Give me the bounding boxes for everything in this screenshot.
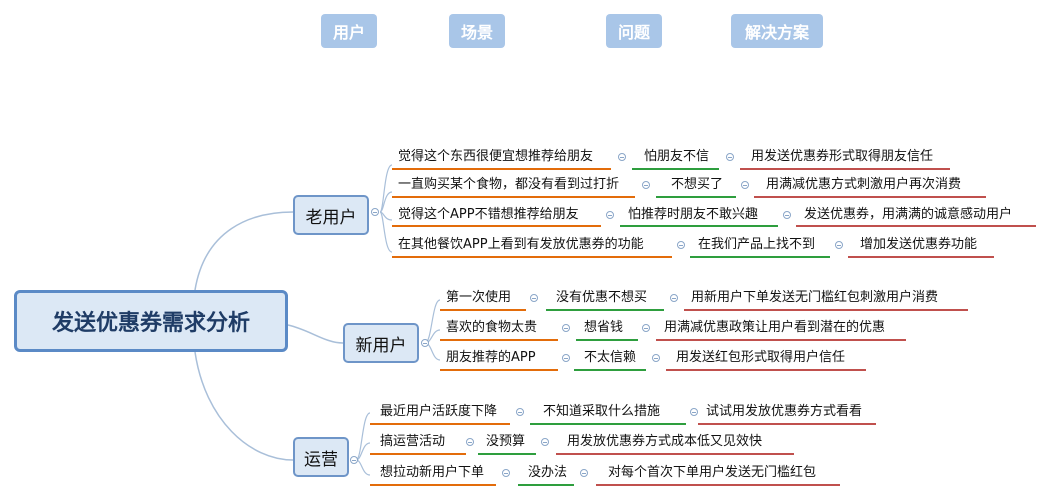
problem-text[interactable]: 在我们产品上找不到 <box>698 237 816 252</box>
scene-underline <box>370 484 496 486</box>
solution-underline <box>698 423 876 425</box>
scene-underline <box>392 225 601 227</box>
solution-text[interactable]: 用发送优惠券形式取得朋友信任 <box>751 149 934 164</box>
scene-underline <box>370 453 466 455</box>
collapse-icon[interactable] <box>783 211 791 219</box>
subtopic-operations[interactable]: 运营 <box>293 437 349 477</box>
collapse-icon[interactable] <box>516 408 524 416</box>
collapse-icon[interactable] <box>541 438 549 446</box>
problem-underline <box>518 484 574 486</box>
collapse-icon[interactable] <box>690 408 698 416</box>
collapse-icon[interactable] <box>350 456 358 464</box>
problem-underline <box>478 453 536 455</box>
solution-text[interactable]: 增加发送优惠券功能 <box>860 237 978 252</box>
problem-underline <box>656 196 736 198</box>
scene-text[interactable]: 在其他餐饮APP上看到有发放优惠券的功能 <box>398 237 644 252</box>
problem-underline <box>530 423 686 425</box>
solution-text[interactable]: 用满减优惠方式刺激用户再次消费 <box>766 177 962 192</box>
collapse-icon[interactable] <box>652 354 660 362</box>
problem-text[interactable]: 不知道采取什么措施 <box>543 404 661 419</box>
problem-text[interactable]: 不想买了 <box>671 177 724 192</box>
collapse-icon[interactable] <box>835 241 843 249</box>
problem-text[interactable]: 不太信赖 <box>584 350 637 365</box>
header-scene: 场景 <box>449 14 505 48</box>
scene-underline <box>440 309 526 311</box>
scene-text[interactable]: 第一次使用 <box>446 290 512 305</box>
scene-text[interactable]: 觉得这个东西很便宜想推荐给朋友 <box>398 149 594 164</box>
root-topic[interactable]: 发送优惠券需求分析 <box>14 290 288 352</box>
problem-text[interactable]: 没有优惠不想买 <box>556 290 648 305</box>
solution-underline <box>684 309 968 311</box>
scene-text[interactable]: 朋友推荐的APP <box>446 350 536 365</box>
solution-underline <box>740 168 950 170</box>
scene-underline <box>392 168 611 170</box>
problem-underline <box>690 256 830 258</box>
scene-text[interactable]: 喜欢的食物太贵 <box>446 320 538 335</box>
collapse-icon[interactable] <box>606 211 614 219</box>
problem-text[interactable]: 怕推荐时朋友不敢兴趣 <box>628 207 759 222</box>
problem-underline <box>574 369 646 371</box>
collapse-icon[interactable] <box>371 208 379 216</box>
collapse-icon[interactable] <box>580 469 588 477</box>
collapse-icon[interactable] <box>642 181 650 189</box>
collapse-icon[interactable] <box>562 354 570 362</box>
header-solution: 解决方案 <box>731 14 823 48</box>
problem-underline <box>576 339 638 341</box>
scene-underline <box>440 369 558 371</box>
solution-underline <box>796 225 1036 227</box>
scene-text[interactable]: 想拉动新用户下单 <box>380 465 485 480</box>
collapse-icon[interactable] <box>421 339 429 347</box>
scene-text[interactable]: 一直购买某个食物，都没有看到过打折 <box>398 177 620 192</box>
solution-underline <box>596 484 840 486</box>
scene-underline <box>440 339 558 341</box>
scene-underline <box>392 196 635 198</box>
collapse-icon[interactable] <box>618 153 626 161</box>
solution-text[interactable]: 试试用发放优惠券方式看看 <box>706 404 863 419</box>
problem-underline <box>620 225 778 227</box>
collapse-icon[interactable] <box>642 324 650 332</box>
solution-text[interactable]: 用发放优惠券方式成本低又见效快 <box>567 434 763 449</box>
solution-text[interactable]: 用新用户下单发送无门槛红包刺激用户消费 <box>691 290 939 305</box>
solution-text[interactable]: 用满减优惠政策让用户看到潜在的优惠 <box>664 320 886 335</box>
problem-text[interactable]: 没办法 <box>528 465 568 480</box>
collapse-icon[interactable] <box>677 241 685 249</box>
problem-text[interactable]: 没预算 <box>486 434 526 449</box>
solution-text[interactable]: 用发送红包形式取得用户信任 <box>676 350 846 365</box>
scene-underline <box>392 256 672 258</box>
solution-underline <box>754 196 986 198</box>
solution-text[interactable]: 发送优惠券，用满满的诚意感动用户 <box>804 207 1013 222</box>
subtopic-new-user[interactable]: 新用户 <box>343 323 419 363</box>
solution-underline <box>848 256 994 258</box>
collapse-icon[interactable] <box>741 181 749 189</box>
collapse-icon[interactable] <box>530 294 538 302</box>
scene-text[interactable]: 搞运营活动 <box>380 434 446 449</box>
problem-text[interactable]: 怕朋友不信 <box>644 149 710 164</box>
collapse-icon[interactable] <box>466 438 474 446</box>
solution-underline <box>666 369 866 371</box>
problem-underline <box>546 309 664 311</box>
collapse-icon[interactable] <box>502 469 510 477</box>
collapse-icon[interactable] <box>562 324 570 332</box>
solution-underline <box>656 339 906 341</box>
problem-underline <box>632 168 719 170</box>
solution-underline <box>556 453 794 455</box>
header-problem: 问题 <box>606 14 662 48</box>
scene-underline <box>370 423 510 425</box>
solution-text[interactable]: 对每个首次下单用户发送无门槛红包 <box>608 465 817 480</box>
scene-text[interactable]: 觉得这个APP不错想推荐给朋友 <box>398 207 579 222</box>
collapse-icon[interactable] <box>726 153 734 161</box>
collapse-icon[interactable] <box>670 294 678 302</box>
scene-text[interactable]: 最近用户活跃度下降 <box>380 404 498 419</box>
problem-text[interactable]: 想省钱 <box>584 320 624 335</box>
subtopic-old-user[interactable]: 老用户 <box>293 195 369 235</box>
header-user: 用户 <box>321 14 377 48</box>
